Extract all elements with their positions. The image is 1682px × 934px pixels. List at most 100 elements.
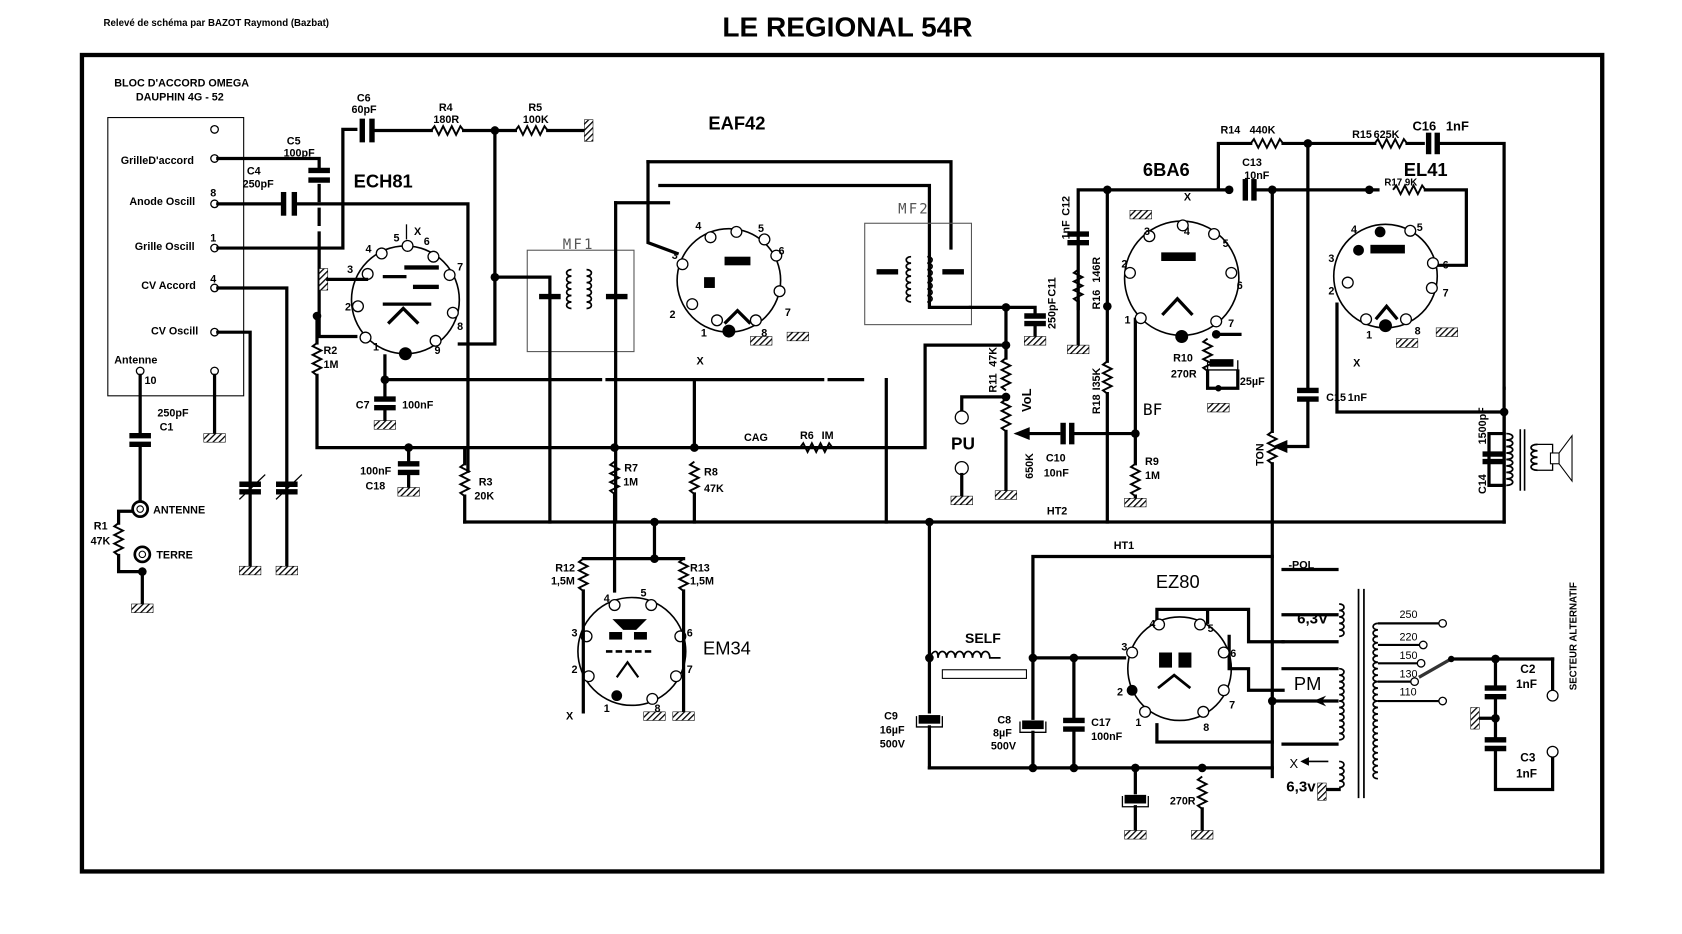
r4-ref: R4 (439, 102, 453, 114)
terminal-cv-oscill: CV Oscill (151, 325, 198, 337)
c11-value: 250pF (1047, 297, 1059, 329)
pin-number: 4 (1351, 224, 1357, 236)
pin-number: 5 (1223, 238, 1229, 250)
pin-number: 2 (1121, 258, 1127, 270)
c12-value: 1nF (1061, 220, 1073, 240)
pin-number: 5 (640, 587, 646, 599)
pin-number: 3 (1328, 253, 1334, 265)
r11-value: 47K (987, 347, 999, 367)
c7-ref: C7 (356, 400, 370, 412)
c13-value: 10nF (1244, 170, 1270, 182)
net-pm: PM (1294, 673, 1321, 694)
c2-value: 1nF (1516, 677, 1537, 691)
pin-number: 10 (144, 375, 156, 387)
tube-eaf42: EAF42 X 1 2 3 4 5 6 7 8 (670, 112, 809, 368)
page-title: LE REGIONAL 54R (722, 12, 972, 43)
x-marker: X (697, 356, 705, 368)
tap-110: 110 (1400, 687, 1417, 699)
x-marker: X (566, 710, 574, 722)
pin-number: 4 (366, 243, 372, 255)
pin-number: 6 (424, 236, 430, 248)
c3-value: 1nF (1516, 767, 1537, 781)
bloc-title-2: DAUPHIN 4G - 52 (136, 91, 224, 103)
r9-ref: R9 (1145, 456, 1159, 468)
pin-number: 2 (1328, 285, 1334, 297)
r9-value: 1M (1145, 470, 1160, 482)
r15-ref: R15 (1352, 129, 1372, 141)
tube-name-ez80: EZ80 (1156, 571, 1200, 592)
c15-value: 1nF (1348, 392, 1368, 404)
c16-ref: C16 (1412, 118, 1436, 133)
pin-number: 6 (1443, 260, 1449, 272)
c10-ref: C10 (1046, 453, 1066, 465)
tube-ech81: ECH81 X 1 2 3 4 5 6 7 8 9 (318, 171, 463, 361)
r16-ref: R16 (1091, 290, 1103, 310)
pin-number: 1 (1366, 330, 1372, 342)
net-pol: -POL (1288, 559, 1314, 571)
r1-ref: R1 (94, 521, 108, 533)
terminal-anode-oscill: Anode Oscill (129, 196, 195, 208)
pin-number: 6 (687, 627, 693, 639)
c13-ref: C13 (1242, 157, 1262, 169)
tube-name-el41: EL41 (1404, 159, 1448, 180)
tube-name-em34: EM34 (703, 638, 751, 659)
c1-ref: C1 (160, 421, 174, 433)
tube-name-eaf42: EAF42 (708, 112, 765, 133)
pin-number: 6 (1230, 648, 1236, 660)
terminal-grille-accord: GrilleD'accord (121, 155, 194, 167)
bloc-title-1: BLOC D'ACCORD OMEGA (114, 77, 249, 89)
r15-value: 625K (1374, 129, 1400, 141)
pin-number: 1 (373, 342, 379, 354)
pin-number: 7 (785, 307, 791, 319)
tuning-block: BLOC D'ACCORD OMEGA DAUPHIN 4G - 52 Gril… (107, 77, 249, 397)
credit-text: Relevé de schéma par BAZOT Raymond (Bazb… (104, 18, 330, 29)
pin-number: 8 (1203, 722, 1209, 734)
c5-ref: C5 (287, 136, 301, 148)
if-transformer-mf1: MF1 (539, 237, 628, 310)
c17-ref: C17 (1091, 717, 1111, 729)
c8-voltage: 500V (991, 741, 1017, 753)
pin-number: 6 (778, 246, 784, 258)
pin-number: 8 (210, 187, 216, 199)
pin-number: 5 (394, 233, 400, 245)
pin-number: 7 (1229, 700, 1235, 712)
tube-el41: EL41 X 1 2 3 4 5 6 7 8 (1328, 159, 1459, 370)
c11-ref: C11 (1047, 277, 1059, 296)
pin-number: 3 (571, 627, 577, 639)
r5-value: 100K (523, 114, 549, 126)
mains-voltage-selector: 250 220 150 130 110 (1400, 609, 1418, 699)
vol-label: VoL (1019, 388, 1034, 412)
secteur-connector-label: SECTEUR ALTERNATIF (1568, 582, 1579, 690)
tube-name-6ba6: 6BA6 (1143, 159, 1190, 180)
tube-name-ech81: ECH81 (354, 171, 413, 192)
r8-ref: R8 (704, 467, 718, 479)
r5-ref: R5 (528, 102, 542, 114)
c-cathode-value: 25µF (1240, 376, 1265, 388)
terminal-cv-accord: CV Accord (141, 280, 196, 292)
c14-value: 1500pF (1477, 407, 1489, 445)
c18-ref: C18 (366, 481, 386, 493)
r13-ref: R13 (690, 563, 710, 575)
c16-value: 1nF (1446, 118, 1469, 133)
vol-value: 650K (1024, 453, 1036, 479)
pu-connector-label: PU (951, 434, 975, 454)
r3-ref: R3 (479, 476, 493, 488)
c8-ref: C8 (997, 715, 1011, 727)
pin-number: 6 (1237, 280, 1243, 292)
net-ht1: HT1 (1114, 540, 1134, 552)
mf1-label: MF1 (563, 237, 595, 253)
pin-number: 8 (1415, 325, 1421, 337)
if-transformer-mf2: MF2 (876, 202, 964, 303)
r17-ref: R17 (1384, 178, 1402, 189)
c1-value: 250pF (157, 407, 189, 419)
pin-number: 1 (604, 703, 610, 715)
mf2-label: MF2 (898, 202, 930, 218)
self-label: SELF (965, 630, 1001, 646)
r18-value: I35K (1091, 367, 1103, 390)
tube-em34: EM34 X 1 2 3 4 5 6 7 8 (566, 554, 751, 722)
pin-number: 2 (670, 309, 676, 321)
pin-number: 4 (210, 274, 216, 286)
c9-ref: C9 (884, 710, 898, 722)
tap-130: 130 (1400, 668, 1418, 680)
